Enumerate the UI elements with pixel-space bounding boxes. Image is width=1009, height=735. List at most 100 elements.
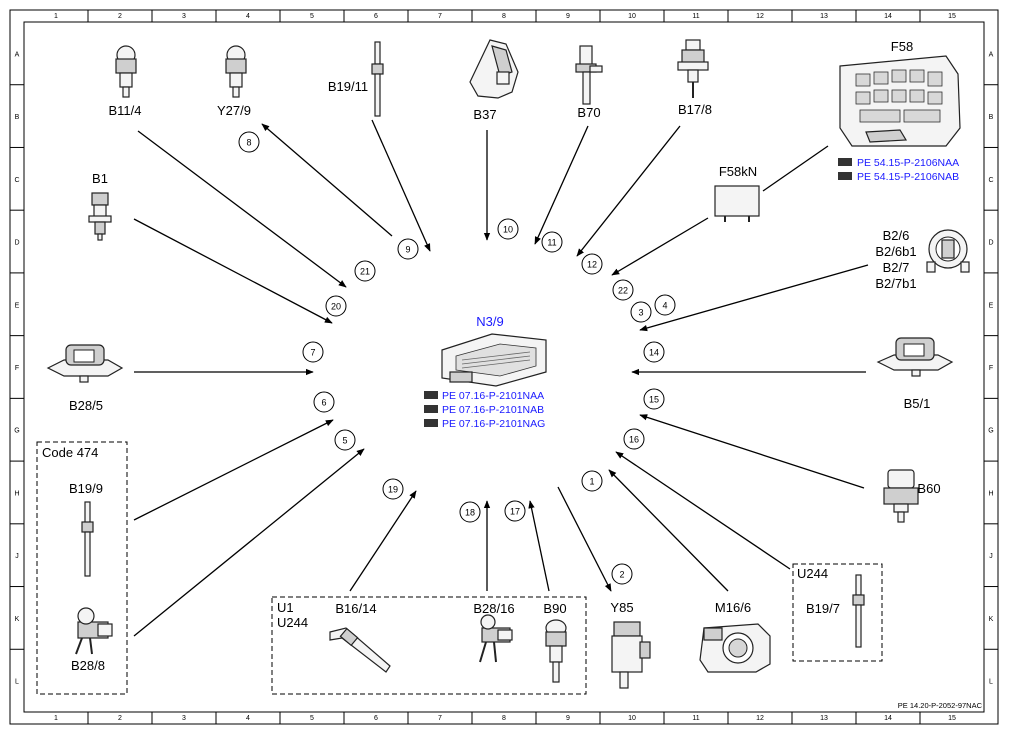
f58-ref-1: PE 54.15-P-2106NAA	[857, 157, 959, 169]
pedal-b37-icon	[469, 39, 519, 99]
ruler-row-label: C	[14, 177, 19, 184]
ruler-column-label: 12	[756, 715, 764, 722]
line-b70	[534, 125, 589, 245]
ruler-row-label: K	[15, 616, 20, 623]
line-b16-14	[349, 490, 417, 592]
ruler-row-label: F	[15, 365, 19, 372]
group-box-u1-u244	[271, 596, 587, 695]
connection-circle-11: 11	[541, 231, 563, 253]
n3-9-ref-2: PE 07.16-P-2101NAB	[442, 404, 544, 416]
ruler-row-label: L	[15, 679, 19, 686]
ruler-column-label: 15	[948, 13, 956, 20]
connection-circle-16: 16	[623, 428, 645, 450]
connection-number: 5	[342, 435, 347, 445]
label-b28-8: B28/8	[71, 658, 105, 673]
connection-number: 8	[246, 137, 251, 147]
connection-lines	[133, 119, 869, 637]
ruler-column-label: 1	[54, 715, 58, 722]
ruler-column-label: 14	[884, 715, 892, 722]
connection-circle-15: 15	[643, 388, 665, 410]
ruler-row-label: A	[989, 51, 994, 58]
temp-sensor-b19-9-icon	[81, 501, 94, 577]
ruler-row-label: K	[989, 616, 994, 623]
ruler-column-label: 2	[118, 715, 122, 722]
sensor-b28-8-icon	[75, 607, 113, 655]
ruler-row-label: E	[989, 302, 994, 309]
ruler-column-label: 5	[310, 715, 314, 722]
line-b1	[133, 218, 333, 324]
ruler-column-label: 4	[246, 13, 250, 20]
ruler-column-label: 7	[438, 13, 442, 20]
ruler-column-label: 6	[374, 715, 378, 722]
sensor-b90-icon	[545, 619, 567, 683]
line-m16-6	[608, 469, 729, 592]
ruler-column-label: 11	[692, 13, 699, 20]
connection-number: 2	[619, 569, 624, 579]
throttle-m16-6-icon	[699, 623, 771, 673]
line-b90	[528, 500, 550, 592]
line-y85	[557, 486, 612, 592]
sensor-b60-icon	[883, 469, 919, 523]
label-b2-7: B2/7	[883, 260, 910, 275]
ecu-n3-9-icon	[441, 333, 547, 387]
label-u244-right: U244	[797, 566, 828, 581]
ruler-column-label: 8	[502, 13, 506, 20]
inner-frame	[23, 21, 985, 713]
ruler-row-label: D	[988, 240, 993, 247]
ruler-row-label: B	[989, 114, 994, 121]
label-y27-9: Y27/9	[217, 103, 251, 118]
ruler-column-label: 4	[246, 715, 250, 722]
ruler-row-label: F	[989, 365, 993, 372]
ruler-ticks	[10, 10, 998, 724]
valve-y27-9-icon	[225, 45, 247, 98]
temp-sensor-b19-11-icon	[371, 41, 384, 117]
label-f58kn: F58kN	[719, 164, 757, 179]
ruler-column-label: 12	[756, 13, 764, 20]
label-b19-11: B19/11	[328, 79, 368, 94]
fuse-box-f58-icon	[839, 55, 961, 147]
line-b17-8	[576, 125, 681, 257]
ruler-row-label: D	[14, 240, 19, 247]
label-m16-6: M16/6	[715, 600, 751, 615]
connection-number: 12	[587, 259, 597, 269]
sensor-b5-1-icon	[876, 337, 954, 377]
connection-number: 16	[629, 434, 639, 444]
connection-number: 4	[662, 300, 667, 310]
ruler-row-label: B	[15, 114, 20, 121]
label-b37: B37	[473, 107, 496, 122]
label-b28-16: B28/16	[473, 601, 514, 616]
ruler-row-label: G	[988, 428, 993, 435]
connection-circle-20: 20	[325, 295, 347, 317]
connection-circle-5: 5	[334, 429, 356, 451]
ruler-column-label: 10	[628, 715, 636, 722]
ruler-column-label: 14	[884, 13, 892, 20]
connection-number: 14	[649, 347, 659, 357]
ruler-column-label: 13	[820, 715, 828, 722]
ruler-row-label: E	[15, 302, 20, 309]
n3-9-ref-icons	[424, 391, 438, 427]
group-box-code474	[36, 441, 128, 695]
connection-circle-9: 9	[397, 238, 419, 260]
label-y85: Y85	[610, 600, 633, 615]
sensor-b70-icon	[575, 45, 603, 105]
ruler-row-label: J	[989, 553, 993, 560]
line-y27-9	[261, 123, 393, 237]
line-b19-7	[615, 451, 791, 570]
label-b5-1: B5/1	[904, 396, 931, 411]
label-b2-6b1: B2/6b1	[875, 244, 916, 259]
ruler-column-label: 2	[118, 13, 122, 20]
ruler-column-label: 8	[502, 715, 506, 722]
connection-circle-19: 19	[382, 478, 404, 500]
label-b19-7: B19/7	[806, 601, 840, 616]
label-b17-8: B17/8	[678, 102, 712, 117]
sensor-b2-group-icon	[926, 229, 970, 273]
label-b11-4: B11/4	[108, 103, 141, 118]
ruler-row-label: J	[15, 553, 19, 560]
label-b70: B70	[577, 105, 600, 120]
label-b19-9: B19/9	[69, 481, 103, 496]
ruler-column-label: 3	[182, 715, 186, 722]
connection-number: 9	[405, 244, 410, 254]
connection-number: 7	[310, 347, 315, 357]
